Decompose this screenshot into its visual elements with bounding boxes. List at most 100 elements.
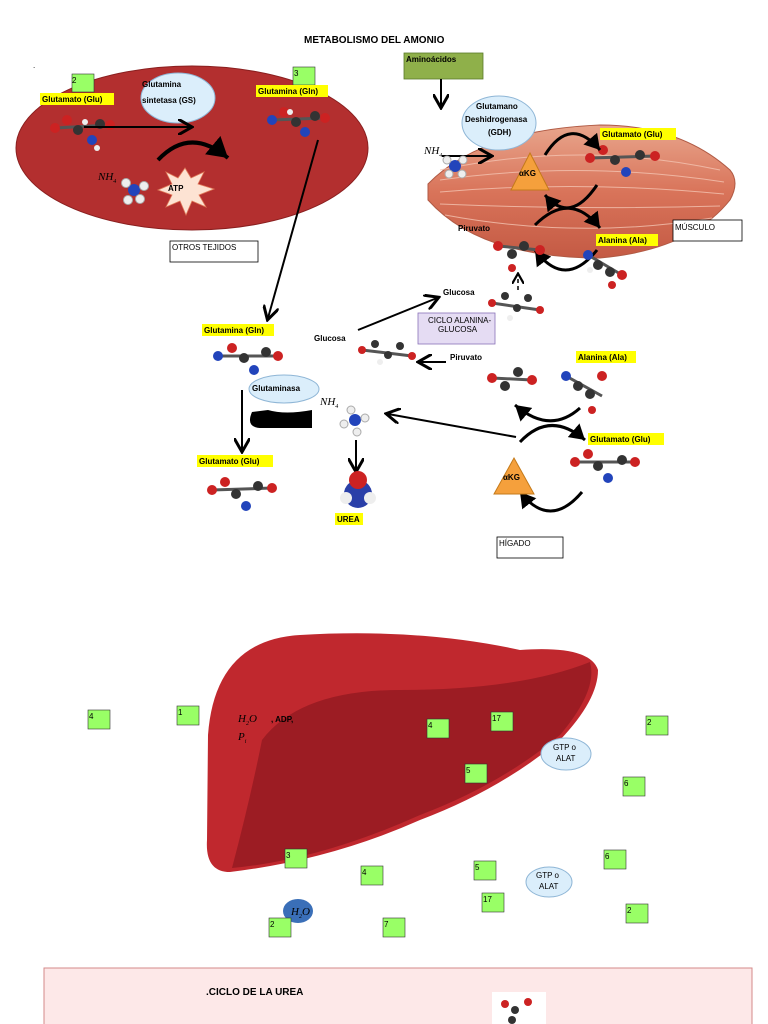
adp-label: , ADP,: [271, 715, 293, 724]
gtp-alat-oval-1: [540, 737, 592, 771]
number-box-label: 6: [624, 779, 629, 788]
liver-glutamine-highlight: [202, 324, 274, 336]
liver-glutamate-right-highlight: [588, 433, 664, 445]
number-box-label: 1: [178, 708, 183, 717]
number-box: [71, 73, 95, 93]
glutaminase-curved-arrow: [249, 410, 312, 428]
number-box-label: 2: [647, 718, 652, 727]
gdh-label-line1: Glutamano: [476, 102, 518, 111]
muscle-glutamate-highlight: [600, 128, 676, 140]
liver-section: Glucosa CICLO ALANINA- GLUCOSA Glucosa P…: [197, 275, 664, 525]
liver-illustration: H2O , ADP, Pi: [206, 633, 598, 872]
number-box-label: 4: [362, 868, 367, 877]
glutaminase-oval: [248, 374, 320, 404]
number-box-label: 2: [270, 920, 275, 929]
muscle-alanine-molecule: [583, 250, 627, 289]
liver-glutamate-left-highlight: [197, 455, 273, 467]
liver-label-box: [496, 536, 564, 559]
muscle-glutamate-label: Glutamato (Glu): [602, 130, 663, 139]
number-box-label: 5: [475, 863, 480, 872]
glutaminase-label: Glutaminasa: [252, 384, 301, 393]
number-box: [464, 763, 488, 784]
liver-alanine-label: Alanina (Ala): [578, 353, 627, 362]
muscle-ammonium-molecule: [442, 155, 468, 179]
number-box-label: 3: [286, 851, 291, 860]
number-box-label: 6: [605, 852, 610, 861]
gtp-alat-oval-2: [525, 866, 573, 898]
muscle-alanine-label: Alanina (Ala): [598, 236, 647, 245]
glucose-top-label: Glucosa: [443, 288, 475, 297]
urea-label: UREA: [337, 515, 360, 524]
cycle-label-line2: GLUCOSA: [438, 325, 478, 334]
liver-pyruvate-label: Piruvato: [450, 353, 482, 362]
number-box-label: 17: [483, 895, 492, 904]
glutamine-label: Glutamina (Gln): [258, 87, 318, 96]
number-box-label: 5: [466, 766, 471, 775]
gtp-alat-1-line1: GTP o: [553, 743, 577, 752]
water-drop: [283, 899, 313, 923]
muscle-cycle-arrow-3: [533, 206, 602, 229]
other-tissues-label: OTROS TEJIDOS: [172, 243, 236, 252]
urea-cycle-molecule: [492, 992, 546, 1024]
atp-burst: [156, 167, 216, 217]
muscle-ammonium-label: NH4: [423, 145, 442, 159]
number-box-label: 4: [89, 712, 94, 721]
number-box: [176, 705, 200, 726]
number-box-label: 4: [428, 721, 433, 730]
muscle-section: Aminoácidos Glutamano Deshidrogenasa (GD…: [403, 52, 736, 289]
number-box: [473, 860, 497, 881]
muscle-label-box: [672, 219, 743, 242]
gtp-alat-2-line2: ALAT: [539, 882, 559, 891]
number-box: [87, 709, 111, 730]
number-box-label: 17: [492, 714, 501, 723]
glucose-export-arrow: [357, 298, 437, 331]
liver-glutamine-molecule: [213, 343, 283, 375]
number-box: [426, 718, 450, 739]
atp-label: ATP: [168, 184, 184, 193]
other-tissues-section: 2 Glutamato (Glu) Glutamina sintetasa (G…: [15, 65, 369, 231]
liver-cycle-arrow-1: [514, 403, 582, 423]
muscle-glutamate-molecule: [585, 145, 660, 177]
other-tissues-label-box: [169, 240, 259, 263]
alanine-glucose-cycle-box: [417, 312, 496, 345]
number-box: [645, 715, 669, 736]
glucose-molecule-top: [488, 292, 544, 321]
transamination-arrow: [388, 414, 517, 438]
muscle-alanine-highlight: [596, 234, 658, 246]
number-box: [284, 848, 308, 869]
liver-alanine-molecule: [561, 371, 607, 414]
akg-triangle: [510, 151, 550, 191]
number-box: [481, 892, 505, 913]
number-box: [382, 917, 406, 938]
number-box-label: 3: [294, 69, 299, 78]
liver-number-boxes: 4 1 4 17 2 5 6 3 4 5 6 17 2 2 7: [87, 705, 669, 938]
liver-cycle-arrow-2: [518, 423, 586, 444]
amino-acids-box: [403, 52, 484, 80]
muscle-cycle-arrow-1: [543, 132, 602, 156]
amino-acids-label: Aminoácidos: [406, 55, 457, 64]
gdh-label-line2: Deshidrogenasa: [465, 115, 528, 124]
gtp-alat-1-line2: ALAT: [556, 754, 576, 763]
liver-akg-label: αKG: [503, 473, 520, 482]
gtp-alat-2-line1: GTP o: [536, 871, 560, 880]
liver-akg-triangle: [493, 456, 535, 495]
liver-glucose-molecule: [358, 340, 416, 365]
number-box-label: 2: [627, 906, 632, 915]
number-box-label: 7: [384, 920, 389, 929]
enzyme-label-line1: Glutamina: [142, 80, 182, 89]
water-bottom-label: H2O: [290, 906, 310, 920]
gdh-label-line3: (GDH): [488, 128, 511, 137]
number-box: [625, 903, 649, 924]
liver-glutamate-left-molecule: [207, 477, 277, 511]
glutamate-highlight: [40, 93, 114, 105]
stray-dot: .: [33, 61, 35, 70]
glutamine-transport-arrow: [268, 139, 319, 318]
liver-glutamate-left-label: Glutamato (Glu): [199, 457, 260, 466]
ammonium-molecule: [121, 178, 149, 205]
liver-glutamate-right-molecule: [570, 449, 640, 483]
page-title: METABOLISMO DEL AMONIO: [304, 35, 445, 46]
liver-ammonium-molecule: [339, 405, 370, 437]
number-box: [268, 917, 292, 938]
number-box-label: 2: [72, 76, 77, 85]
